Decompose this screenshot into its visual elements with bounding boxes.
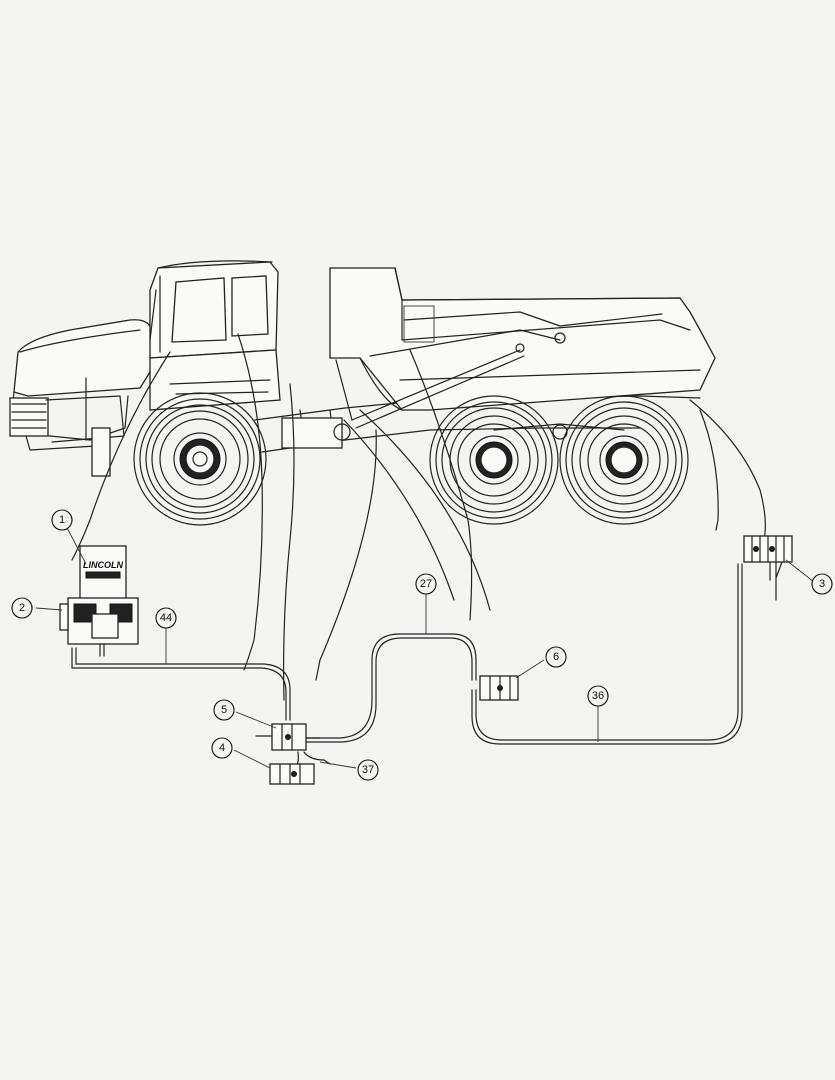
progressive-distributor-4 [269,763,315,785]
pump-logo-text: LINCOLN [83,560,123,570]
articulated-dump-truck [9,260,716,526]
callout-36-label: 36 [592,690,604,702]
lubrication-lines [71,333,766,769]
rear-wheel-front [429,395,559,525]
callout-37-label: 37 [362,764,374,776]
callout-37: 37 [357,759,379,781]
callout-4: 4 [211,737,233,759]
callout-5-label: 5 [221,704,227,716]
callout-4-label: 4 [219,742,225,754]
callout-36: 36 [587,685,609,707]
progressive-distributor-3 [743,535,793,601]
callout-2-label: 2 [19,602,25,614]
callouts: 1 2 3 4 5 6 27 36 [11,509,833,781]
callout-3-label: 3 [819,578,825,590]
callout-27-label: 27 [420,578,432,590]
callout-44-label: 44 [160,612,172,624]
progressive-distributor-5 [255,723,321,751]
callout-2: 2 [11,597,33,619]
lincoln-pump-unit: LINCOLN FLOWMASTER [59,545,139,657]
callout-6-label: 6 [553,651,559,663]
callout-1: 1 [51,509,73,531]
callout-1-label: 1 [59,514,65,526]
callout-44: 44 [155,607,177,629]
pump-model-text: FLOWMASTER [82,582,126,588]
callout-6: 6 [545,646,567,668]
rear-wheel-rear [559,395,689,525]
progressive-distributor-6 [479,675,519,701]
callout-3: 3 [811,573,833,595]
callout-5: 5 [213,699,235,721]
callout-27: 27 [415,573,437,595]
front-wheel [133,392,267,526]
